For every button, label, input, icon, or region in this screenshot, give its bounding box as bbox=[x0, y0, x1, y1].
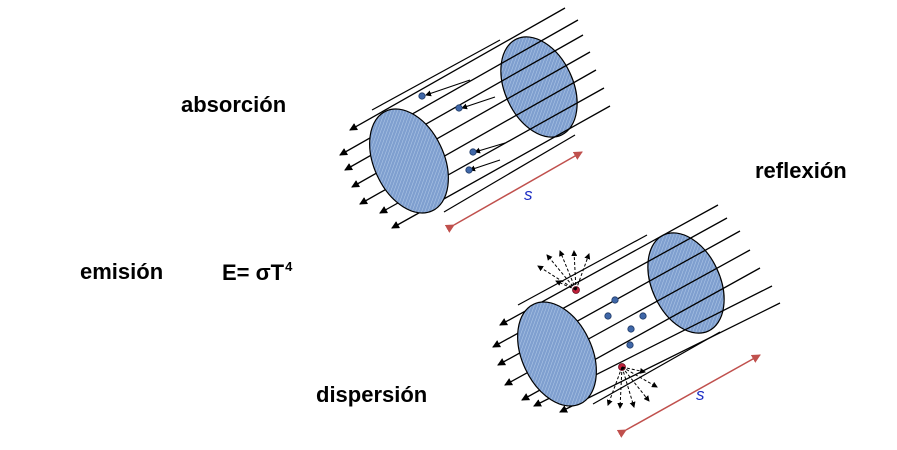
absorption-label: absorción bbox=[181, 92, 287, 117]
dispersion-label: dispersión bbox=[316, 382, 428, 407]
reflection-label: reflexión bbox=[755, 158, 847, 183]
scatter-rays-upper bbox=[537, 250, 591, 291]
back-ellipse-bottom bbox=[647, 232, 725, 334]
front-ellipse-bottom bbox=[517, 301, 597, 407]
path-length-label-top: s bbox=[524, 185, 533, 204]
absorption-cylinder bbox=[339, 7, 611, 233]
stefan-boltzmann-formula: E= σT4 bbox=[222, 259, 292, 286]
path-length-arrow-bottom bbox=[616, 354, 761, 438]
scatter-rays-lower bbox=[606, 366, 658, 409]
dispersion-cylinder bbox=[492, 204, 781, 438]
emission-label: emisión bbox=[80, 259, 164, 284]
formula-base: E= σT bbox=[222, 260, 285, 285]
path-length-label-bottom: s bbox=[696, 385, 705, 404]
path-length-arrow-top bbox=[444, 151, 583, 233]
dispersion-particles bbox=[604, 296, 647, 349]
back-ellipse bbox=[500, 36, 578, 138]
front-ellipse bbox=[369, 108, 449, 214]
formula-exponent: 4 bbox=[285, 259, 293, 274]
